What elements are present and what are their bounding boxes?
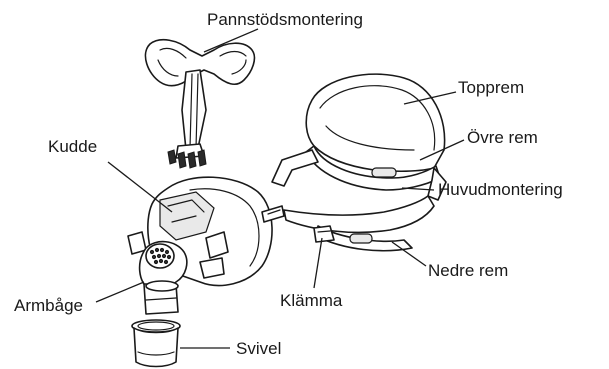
label-elbow: Armbåge (14, 296, 83, 315)
elbow-part (140, 242, 187, 314)
label-headgear: Huvudmontering (438, 180, 563, 199)
leader-clip (314, 238, 322, 288)
forehead-support-part (145, 40, 254, 168)
label-lower-strap: Nedre rem (428, 261, 508, 280)
swivel-part (132, 320, 180, 367)
leader-elbow (96, 282, 144, 302)
label-forehead-mount: Pannstödsmontering (207, 10, 363, 29)
label-upper-strap: Övre rem (467, 128, 538, 147)
label-cushion: Kudde (48, 137, 97, 156)
label-swivel: Svivel (236, 339, 281, 358)
label-top-strap: Topprem (458, 78, 524, 97)
leader-cushion (108, 162, 172, 212)
label-clip: Klämma (280, 291, 343, 310)
